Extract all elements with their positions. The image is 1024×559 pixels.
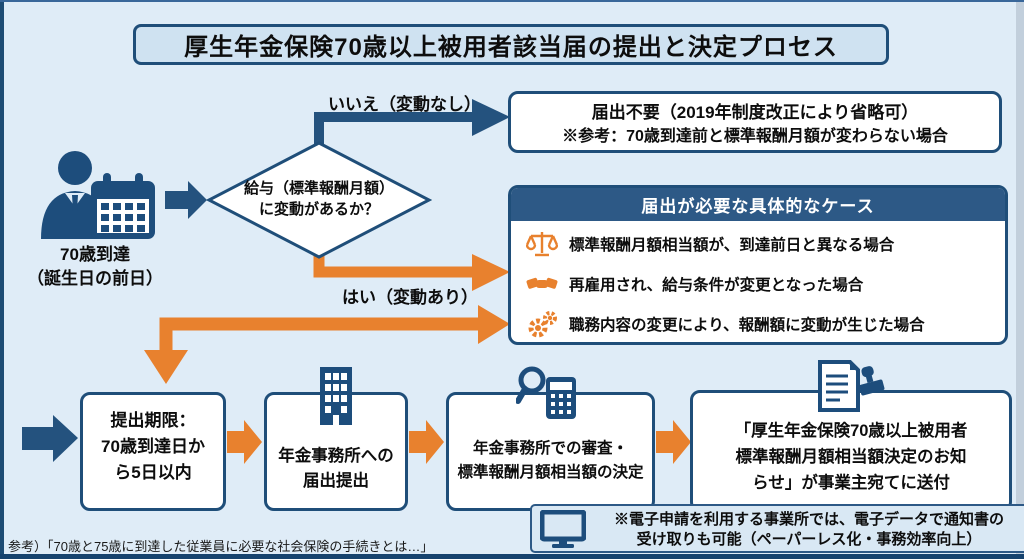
step-line: 提出期限： (110, 411, 196, 430)
start-line-2: （誕生日の前日） (27, 269, 163, 288)
bottom-edge-strip (0, 554, 1024, 559)
branch-yes-label: はい（変動あり） (342, 288, 478, 307)
case-item: 職務内容の変更により、報酬額に変動が生じた場合 (511, 304, 1005, 342)
start-line-1: 70歳到達 (60, 245, 130, 264)
step-line: 年金事務所への (278, 447, 394, 465)
step-arrow-2 (409, 420, 444, 464)
case-item: 標準報酬月額相当額が、到達前日と異なる場合 (511, 224, 1005, 264)
decision-line-1: 給与（標準報酬月額） (243, 180, 394, 197)
gears-icon (525, 308, 559, 340)
case-item: 再雇用され、給与条件が変更となった場合 (511, 264, 1005, 304)
handshake-icon (525, 268, 559, 300)
required-cases-box: 届出が必要な具体的なケース 標準報酬月額相当額が、到達前日と異なる場合 (508, 185, 1008, 345)
required-cases-header: 届出が必要な具体的なケース (511, 188, 1005, 221)
magnifier-calculator-icon (516, 366, 576, 419)
decision-diamond (206, 141, 432, 259)
scales-icon (525, 228, 559, 260)
e-filing-note: ※電子申請を利用する事業所では、電子データで通知書の 受け取りも可能（ペーパーレ… (530, 504, 1024, 553)
step-submit-text: 年金事務所への 届出提出 (264, 444, 408, 494)
e-filing-note-text: ※電子申請を利用する事業所では、電子データで通知書の 受け取りも可能（ペーパーレ… (592, 510, 1024, 550)
branch-no-label: いいえ（変動なし） (328, 95, 481, 114)
left-edge-strip (0, 0, 4, 559)
decision-line-2: に変動があるか？ (258, 201, 379, 218)
decision-question: 給与（標準報酬月額） に変動があるか？ (216, 178, 422, 220)
step-notice-text: 「厚生年金保険70歳以上被用者 標準報酬月額相当額決定のお知 らせ」が事業主宛て… (690, 418, 1012, 496)
no-filing-line-1: 届出不要（2019年制度改正により省略可） (591, 103, 919, 122)
start-to-decision-arrow (165, 181, 207, 219)
right-edge-strip (1016, 0, 1024, 559)
page-title-text: 厚生年金保険70歳以上被用者該当届の提出と決定プロセス (184, 34, 838, 61)
e-filing-line: 受け取りも可能（ペーパーレス化・事務効率向上） (636, 531, 982, 548)
step-deadline-box (80, 392, 226, 511)
no-filing-line-2: ※参考：70歳到達前と標準報酬月額が変わらない場合 (562, 128, 948, 145)
step-line: らせ」が事業主宛てに送付 (752, 474, 950, 492)
monitor-icon (540, 510, 586, 548)
step-arrow-3 (656, 420, 691, 464)
top-edge-strip (0, 0, 1024, 2)
step-line: 年金事務所での審査・ (472, 440, 628, 457)
process-entry-arrow (22, 415, 78, 462)
step-line: 標準報酬月額相当額の決定 (457, 464, 644, 481)
case-item-text: 職務内容の変更により、報酬額に変動が生じた場合 (569, 317, 925, 334)
step-line: 70歳到達日か (101, 437, 205, 456)
step-review-text: 年金事務所での審査・ 標準報酬月額相当額の決定 (446, 437, 655, 485)
person-calendar-icon (41, 151, 155, 239)
step-line: ら5日以内 (114, 463, 192, 482)
building-icon (320, 367, 352, 425)
no-filing-result-box: 届出不要（2019年制度改正により省略可） ※参考：70歳到達前と標準報酬月額が… (508, 91, 1002, 153)
case-item-text: 標準報酬月額相当額が、到達前日と異なる場合 (569, 237, 895, 254)
document-stamp-icon (818, 360, 885, 412)
case-item-text: 再雇用され、給与条件が変更となった場合 (569, 277, 864, 294)
reference-footnote: 参考）「70歳と75歳に到達した従業員に必要な社会保険の手続きとは…」 (8, 539, 434, 554)
step-deadline-text: 提出期限： 70歳到達日か ら5日以内 (80, 408, 226, 486)
step-line: 標準報酬月額相当額決定のお知 (735, 448, 967, 466)
start-event-label: 70歳到達 （誕生日の前日） (10, 243, 180, 291)
e-filing-line: ※電子申請を利用する事業所では、電子データで通知書の (613, 511, 1004, 528)
step-line: 届出提出 (303, 472, 369, 490)
page-title: 厚生年金保険70歳以上被用者該当届の提出と決定プロセス (133, 24, 889, 65)
step-line: 「厚生年金保険70歳以上被用者 (734, 422, 968, 440)
step-arrow-1 (227, 420, 262, 464)
